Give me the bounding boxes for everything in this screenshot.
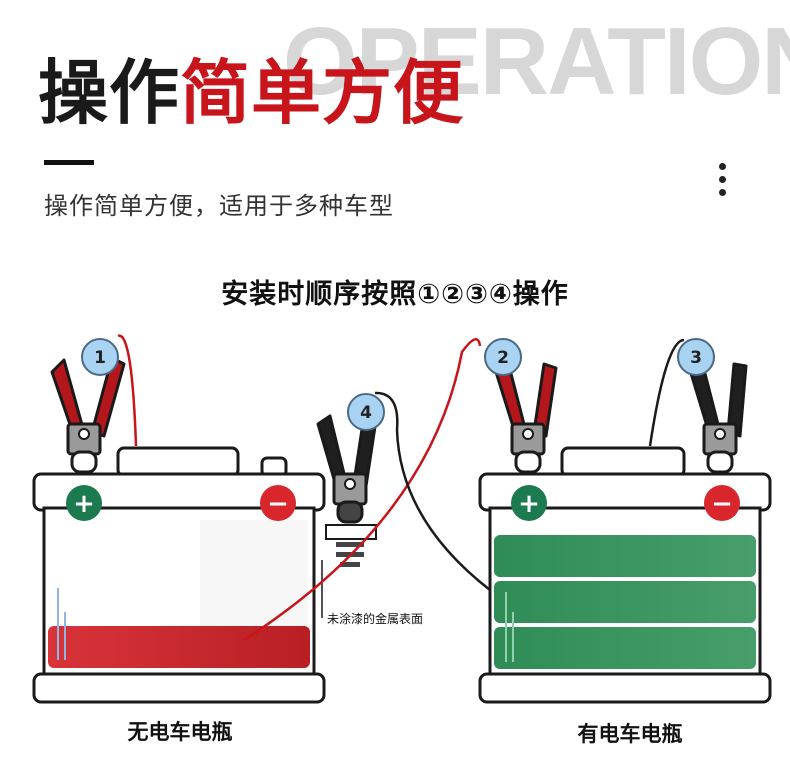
caption-live-battery: 有电车电瓶 [577, 722, 683, 746]
clamp-red-2 [494, 360, 558, 474]
step-number: 1 [94, 348, 106, 368]
negative-terminal-left: − [260, 485, 296, 521]
charge-bar-3 [494, 627, 756, 669]
black-cable-right [648, 338, 685, 447]
step-badge-2: 2 [484, 338, 522, 376]
positive-terminal-right: + [511, 485, 547, 521]
battery-dead: + − [32, 446, 326, 704]
ground-point [321, 524, 377, 618]
charge-bar-2 [494, 581, 756, 623]
ground-note: 未涂漆的金属表面 [327, 612, 424, 626]
section-title: 安装时顺序按照①②③④操作 [221, 279, 569, 310]
negative-sign: − [267, 489, 289, 519]
caption-dead-battery: 无电车电瓶 [127, 720, 233, 744]
headline-black: 操作 [38, 52, 180, 134]
step-number: 4 [360, 403, 372, 423]
charge-bar-1 [494, 535, 756, 577]
step-badge-4: 4 [347, 393, 385, 431]
headline: 操作简单方便 [38, 58, 464, 128]
red-cable-left [117, 334, 138, 447]
clamp-black-3 [688, 360, 748, 474]
positive-sign: + [73, 489, 95, 519]
positive-sign: + [518, 489, 540, 519]
negative-sign: − [711, 489, 733, 519]
red-cable [243, 338, 482, 642]
title-underline [44, 160, 94, 165]
more-options-icon[interactable] [716, 163, 728, 203]
clamp-black-4 [316, 414, 378, 524]
positive-terminal-left: + [66, 485, 102, 521]
black-cable [374, 391, 491, 591]
step-badge-1: 1 [81, 338, 119, 376]
step-number: 2 [497, 348, 509, 368]
step-badge-3: 3 [677, 338, 715, 376]
clamp-red-1 [50, 356, 126, 474]
charge-level-low [48, 626, 310, 668]
subtitle: 操作简单方便，适用于多种车型 [44, 192, 394, 220]
headline-red: 简单方便 [180, 52, 464, 134]
battery-live: + − [478, 446, 772, 704]
negative-terminal-right: − [704, 485, 740, 521]
step-number: 3 [690, 348, 702, 368]
watermark-text: OPERATION [283, 8, 790, 115]
